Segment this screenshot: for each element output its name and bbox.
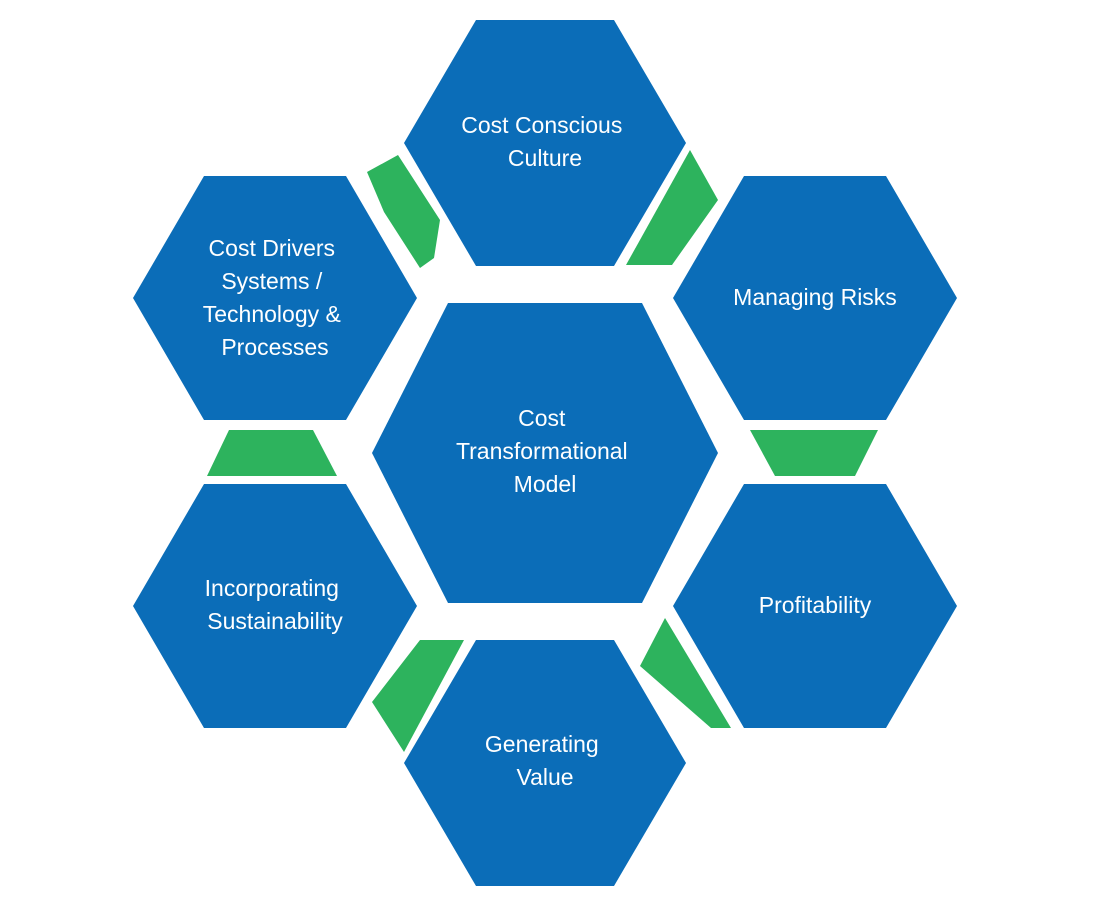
hexagon-lower-right-label: Profitability (759, 592, 872, 618)
hexagon-lower-right: Profitability (673, 484, 957, 728)
hexagon-bottom-label: Generating Value (485, 731, 605, 790)
hexagon-upper-right-shape (673, 176, 957, 420)
hexagon-lower-left-label: Incorporating Sustainability (205, 575, 346, 634)
hexagon-center-label: Cost Transformational Model (456, 405, 634, 497)
connector-bottom-to-lower-left (372, 640, 464, 752)
connectors (207, 150, 878, 752)
connector-upper-left-to-top (367, 155, 440, 268)
hexagon-top-shape (404, 20, 686, 266)
hexagon-lower-left-shape (133, 484, 417, 728)
hexagon-center-line: Transformational (456, 438, 628, 464)
hexagon-center-line: Cost (518, 405, 566, 431)
hexagon-upper-left-line: Processes (221, 334, 328, 360)
hexagon-upper-left-line: Technology & (203, 301, 341, 327)
hexagon-center-shape (372, 303, 718, 603)
hexagon-lower-left: Incorporating Sustainability (133, 484, 417, 728)
connector-top-to-upper-right (626, 150, 718, 265)
hexagon-lower-right-shape (673, 484, 957, 728)
hexagon-top-label: Cost Conscious Culture (461, 112, 628, 171)
connector-upper-right-to-lower-right (750, 430, 878, 476)
hexagon-lower-left-line: Sustainability (207, 608, 343, 634)
hexagon-top-line: Cost Conscious (461, 112, 622, 138)
hexagon-bottom: Generating Value (404, 640, 686, 886)
hexagon-upper-right-line: Managing Risks (733, 284, 897, 310)
hexagon-upper-left: Cost Drivers Systems / Technology & Proc… (133, 176, 417, 420)
hexagon-upper-left-line: Systems / (221, 268, 323, 294)
hexagon-top-line: Culture (508, 145, 582, 171)
hexagon-upper-right: Managing Risks (673, 176, 957, 420)
connector-lower-left-to-upper-left (207, 430, 337, 476)
hexagon-upper-left-shape (133, 176, 417, 420)
hexagon-bottom-line: Value (516, 764, 573, 790)
hexagon-bottom-line: Generating (485, 731, 599, 757)
hexagon-upper-right-label: Managing Risks (733, 284, 897, 310)
hexagon-center-line: Model (514, 471, 577, 497)
hexagon-lower-left-line: Incorporating (205, 575, 339, 601)
hexagon-center: Cost Transformational Model (372, 303, 718, 603)
hexagon-bottom-shape (404, 640, 686, 886)
hexagon-top: Cost Conscious Culture (404, 20, 686, 266)
hexagon-upper-left-line: Cost Drivers (209, 235, 336, 261)
hexagon-lower-right-line: Profitability (759, 592, 872, 618)
connector-lower-right-to-bottom (640, 618, 731, 728)
hexagon-upper-left-label: Cost Drivers Systems / Technology & Proc… (203, 235, 347, 360)
